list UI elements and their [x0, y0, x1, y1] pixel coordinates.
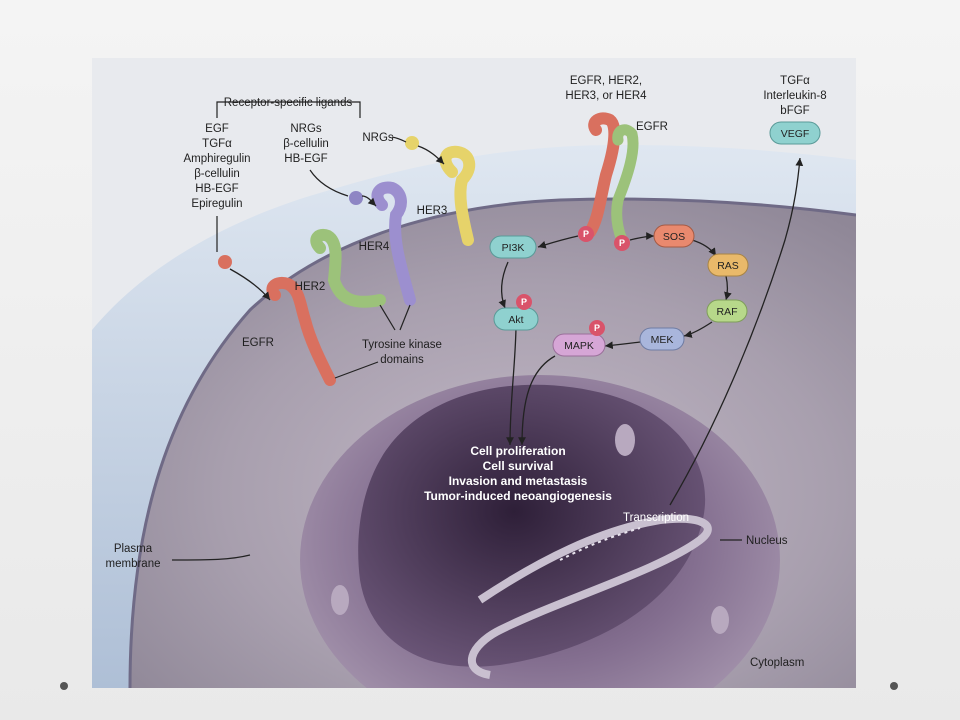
- raf-to-mek-arrow: [683, 321, 713, 338]
- node-raf: RAF: [706, 299, 748, 323]
- slide-nav-dot-right[interactable]: [890, 682, 898, 690]
- nrg-to-her4-arrow: [361, 195, 377, 207]
- akt-to-nucleus-arrow: [506, 327, 517, 446]
- her4-ligand-hb-egf: HB-EGF: [284, 153, 327, 165]
- nuclear-pore: [711, 606, 729, 634]
- figure-panel: [92, 58, 856, 688]
- node-vegf: VEGF: [769, 121, 821, 145]
- mek-to-mapk-arrow: [604, 341, 641, 350]
- her2-label: HER2: [295, 281, 326, 293]
- nucleus-interior: [358, 384, 706, 667]
- ligands-header: Receptor-specific ligands: [224, 97, 353, 109]
- nuclear-pore: [615, 424, 635, 456]
- tk-leader-her2: [379, 304, 396, 331]
- ligand-egf: EGF: [205, 123, 229, 135]
- her3-receptor: [439, 145, 476, 246]
- egfr-label: EGFR: [242, 337, 274, 349]
- node-pi3k-label: PI3K: [502, 242, 525, 254]
- dimer-label-line1: EGFR, HER2,: [570, 75, 642, 87]
- node-ras-label: RAS: [717, 260, 739, 272]
- ligand-hb-egf: HB-EGF: [195, 183, 238, 195]
- nrg3-leader: [391, 136, 407, 143]
- her4-label: HER4: [359, 241, 390, 253]
- nuclear-pore: [331, 585, 349, 615]
- nucleus-label: Nucleus: [746, 535, 788, 547]
- node-akt-label: Akt: [508, 314, 523, 326]
- nrg-leader: [309, 169, 349, 197]
- node-sos-label: SOS: [663, 231, 685, 243]
- plasma-membrane-leader: [171, 554, 251, 561]
- egfr-ligand-sphere: [218, 255, 232, 269]
- phospho-badge-left: P: [578, 226, 594, 242]
- ras-to-raf-arrow: [724, 275, 732, 301]
- phospho-badge-akt: P: [516, 294, 532, 310]
- phospho-badge-right: P: [614, 235, 630, 251]
- outcome-survival: Cell survival: [483, 459, 554, 473]
- dimer-partner-label: EGFR: [636, 121, 668, 133]
- node-mek: MEK: [639, 327, 685, 351]
- inner-membrane-line: [128, 197, 856, 688]
- svg-text:P: P: [594, 323, 600, 333]
- tk-leader-her4: [399, 304, 411, 331]
- her3-ligand-sphere: [405, 136, 419, 150]
- egf-ligand-list: EGF TGFα Amphiregulin β-cellulin HB-EGF …: [183, 123, 250, 210]
- her4-ligand-sphere: [349, 191, 363, 205]
- node-akt: Akt: [493, 307, 539, 331]
- node-vegf-label: VEGF: [781, 128, 810, 140]
- her4-receptor: [371, 181, 416, 306]
- svg-text:P: P: [583, 229, 589, 239]
- her3-ligand-label: NRGs: [362, 132, 394, 144]
- transcription-label: Transcription: [623, 512, 689, 524]
- secreted-bfgf: bFGF: [780, 105, 809, 117]
- node-mapk: MAPK: [552, 333, 606, 357]
- node-raf-label: RAF: [717, 306, 738, 318]
- dna-helix-detail: [559, 527, 641, 561]
- ligand-amphiregulin: Amphiregulin: [183, 153, 250, 165]
- node-sos: SOS: [653, 224, 695, 248]
- tk-domains-label-line2: domains: [380, 354, 424, 366]
- svg-text:P: P: [619, 238, 625, 248]
- node-mapk-label: MAPK: [564, 340, 594, 352]
- ligand-b-cellulin: β-cellulin: [194, 168, 240, 180]
- transcription-to-vegf-arrow: [669, 157, 804, 506]
- node-pi3k: PI3K: [489, 235, 537, 259]
- node-ras: RAS: [707, 253, 749, 277]
- dna-strand: [467, 514, 712, 679]
- mapk-to-nucleus-arrow: [518, 355, 556, 446]
- her2-receptor: [310, 229, 386, 308]
- cytoplasm-label: Cytoplasm: [750, 657, 804, 669]
- her3-label: HER3: [417, 205, 448, 217]
- her4-ligand-nrgs: NRGs: [290, 123, 322, 135]
- outcomes-list: Cell proliferation Cell survival Invasio…: [424, 444, 612, 503]
- her4-ligand-b-cellulin: β-cellulin: [283, 138, 329, 150]
- outcome-invasion: Invasion and metastasis: [449, 474, 588, 488]
- egfr-dimer: [584, 112, 639, 246]
- pi3k-to-akt-arrow: [498, 261, 509, 309]
- dimer-label-line2: HER3, or HER4: [565, 90, 647, 102]
- egf-to-egfr-arrow: [229, 268, 271, 301]
- node-mek-label: MEK: [651, 334, 674, 346]
- egfr-receptor-left: [266, 277, 336, 386]
- ligand-epiregulin: Epiregulin: [191, 198, 242, 210]
- p-to-sos-arrow: [629, 232, 655, 241]
- plasma-membrane-label-line2: membrane: [106, 558, 161, 570]
- ligands-bracket: [216, 101, 361, 118]
- nrg-to-her3-arrow: [417, 145, 445, 165]
- outcome-proliferation: Cell proliferation: [470, 444, 565, 458]
- ligand-tgfa: TGFα: [202, 138, 232, 150]
- plasma-membrane-label-line1: Plasma: [114, 543, 153, 555]
- her4-ligand-list: NRGs β-cellulin HB-EGF: [283, 123, 329, 165]
- p-to-pi3k-arrow: [537, 235, 579, 249]
- secreted-tgfa: TGFα: [780, 75, 810, 87]
- secreted-il8: Interleukin-8: [763, 90, 826, 102]
- svg-text:P: P: [521, 297, 527, 307]
- tk-domains-label-line1: Tyrosine kinase: [362, 339, 442, 351]
- outcome-neoangiogenesis: Tumor-induced neoangiogenesis: [424, 489, 612, 503]
- phospho-badge-mapk: P: [589, 320, 605, 336]
- tk-leader-egfr: [334, 361, 379, 379]
- slide-nav-dot-left[interactable]: [60, 682, 68, 690]
